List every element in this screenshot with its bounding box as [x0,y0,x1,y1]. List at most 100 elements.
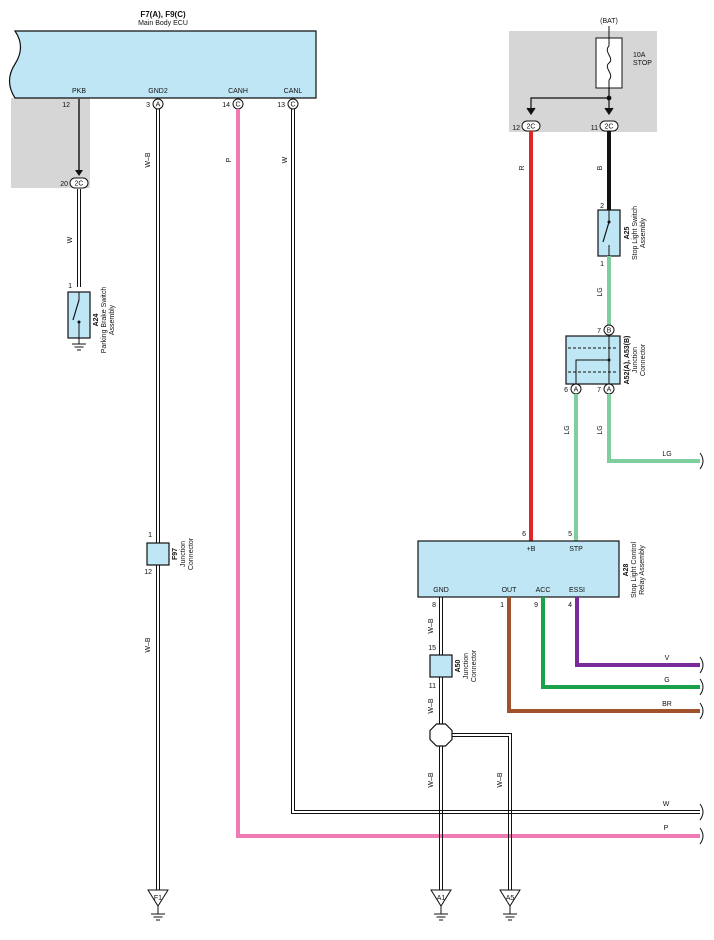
pkb-shade [11,98,90,188]
parking-brake-switch [67,291,91,339]
wire-label-j-lg-left: LG [564,425,571,434]
bat-label: (BAT) [600,18,618,25]
relay-pin-label-gnd: GND [433,587,449,594]
wire-label-pkb: W [67,236,74,243]
ground-f1: F1 [147,889,169,921]
a50-pin-top: 15 [428,645,436,652]
relay-pin-num-essi: 4 [568,602,572,609]
relay-name2: Relay Assembly [639,545,646,595]
wire-label-bat-b: B [597,165,604,170]
fuse-conn-right: 2C [599,120,619,132]
wire-acc-g [541,597,700,689]
stop-switch-name2: Assembly [640,217,647,248]
svg-text:2C: 2C [527,124,536,131]
stop-light-switch [597,209,621,257]
bat-shade [509,31,657,132]
wire-break-marks [699,452,704,845]
a50-name1: Junction [463,653,470,679]
relay-pin-num-gnd: 8 [432,602,436,609]
ecu-pin-label-gnd2: GND2 [148,88,168,95]
svg-text:B: B [607,328,612,335]
relay-pin-label-acc: ACC [536,587,551,594]
a50-code: A50 [455,659,462,672]
relay-pin-num-stp: 5 [568,531,572,538]
a52-conn-top: B [603,324,615,336]
stop-switch-name1: Stop Light Switch [632,206,639,260]
stop-light-control-relay-box [417,540,620,598]
relay-name1: Stop Light Control [631,542,638,598]
a52-conn-bl: A [570,383,582,395]
ground-symbol-parking [72,338,86,351]
svg-text:C: C [235,102,240,109]
wire-label-canh: P [226,157,233,162]
fuse-conn-left: 2C [521,120,541,132]
wire-canl [291,109,700,814]
a52-pin-top: 7 [597,328,601,335]
a52-name1: Junction [632,347,639,373]
ecu-pin-num-gnd2: 3 [146,102,150,109]
ecu-pin-label-canl: CANL [284,88,303,95]
relay-code: A28 [623,563,630,576]
stop-switch-pin-bottom: 1 [600,261,604,268]
junction-a50 [429,654,453,678]
junction-a52-a53 [565,335,621,385]
wire-label-v-out: V [665,655,670,662]
wire-label-lg-out: LG [662,451,671,458]
ecu-conn-canl: C [287,98,299,110]
svg-text:F1: F1 [154,895,162,902]
wire-out-br [507,597,700,713]
wire-label-w-out: W [663,801,670,808]
svg-text:2C: 2C [605,124,614,131]
a52-name2: Connector [640,343,647,376]
a50-name2: Connector [471,649,478,682]
svg-text:2C: 2C [75,181,84,188]
f97-code: F97 [172,548,179,560]
wire-label-p-out: P [664,825,669,832]
stop-switch-code: A25 [624,226,631,239]
ecu-title: F7(A), F9(C) [140,10,186,19]
ground-a5: A5 [499,889,521,921]
f97-pin-bottom: 12 [144,569,152,576]
relay-pin-label-b: +B [527,546,536,553]
fuse-rating: 10A [633,52,646,59]
ecu-pin-num-canh: 14 [222,102,230,109]
wire-label-gnd-left: W–B [428,772,435,788]
relay-pin-label-out: OUT [502,587,518,594]
ecu-subtitle: Main Body ECU [138,20,188,27]
wire-canh [236,109,700,838]
parking-conn-pin: 20 [60,181,68,188]
parking-conn-2c: 2C [69,177,89,189]
ecu-conn-gnd2: A [152,98,164,110]
wire-label-gnd2-top: W–B [145,152,152,168]
a52-pin-bl: 6 [564,387,568,394]
wire-label-g-out: G [664,677,669,684]
a52-code: A52(A), A53(B) [624,336,631,385]
svg-text:A1: A1 [437,895,446,902]
wire-label-canl: W [282,156,289,163]
svg-text:A: A [607,387,612,394]
wire-label-gnd2-bottom: W–B [145,637,152,653]
fuse-10a-stop [595,37,623,89]
stop-switch-pin-top: 2 [600,203,604,210]
fuse-name: STOP [633,60,652,67]
fuse-pin-right: 11 [591,125,598,132]
a52-conn-br: A [603,383,615,395]
f97-pin-top: 1 [148,532,152,539]
svg-text:A: A [574,387,579,394]
f97-name1: Junction [180,541,187,567]
wire-label-j-lg-right: LG [597,425,604,434]
wire-label-relay-gnd-top: W–B [428,618,435,634]
ecu-pin-num-canl: 13 [277,102,285,109]
wire-junction-lg-right [607,394,700,463]
relay-pin-num-acc: 9 [534,602,538,609]
relay-pin-label-essi: ESSI [569,587,585,594]
bat-internal-wiring [526,88,614,116]
relay-pin-num-b: 6 [522,531,526,538]
relay-pin-label-stp: STP [569,546,583,553]
junction-f97 [146,542,170,566]
ecu-conn-canh: C [232,98,244,110]
splice-octagon [429,723,453,747]
a52-pin-br: 7 [597,387,601,394]
relay-pin-num-out: 1 [500,602,504,609]
